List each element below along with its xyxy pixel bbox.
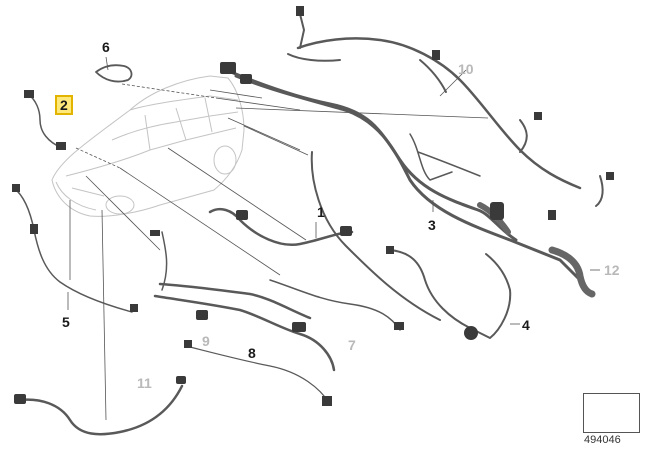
part-label-7[interactable]: 7 [348,337,356,353]
harness-7 [269,279,401,331]
harness-9 [158,282,312,320]
part-2-cable [27,93,63,149]
part-label-10[interactable]: 10 [458,61,474,77]
catalog-number: 494046 [584,434,621,446]
part-label-5[interactable]: 5 [62,314,70,330]
connectors [12,6,614,406]
car-outline [51,75,245,217]
harness-10 [296,37,582,190]
harness-1 [208,208,354,247]
part-label-8[interactable]: 8 [248,345,256,361]
part-6-cable [95,64,133,83]
leader-lines [69,83,489,421]
part-label-3[interactable]: 3 [428,217,436,233]
part-label-2[interactable]: 2 [55,95,73,115]
catalog-box [583,393,640,433]
part-label-11[interactable]: 11 [137,375,152,391]
label-leaders [60,56,600,325]
harness-8 [153,294,336,372]
part-label-4[interactable]: 4 [522,317,530,333]
harness-12 [548,246,596,298]
harness-4 [389,249,512,339]
part-label-9[interactable]: 9 [202,333,210,349]
harness-11 [18,384,184,436]
harness-5 [13,187,133,313]
part-label-12[interactable]: 12 [604,262,620,278]
part-label-6[interactable]: 6 [102,39,110,55]
part-label-1[interactable]: 1 [317,204,325,220]
harness-main-upper-2 [234,74,582,282]
